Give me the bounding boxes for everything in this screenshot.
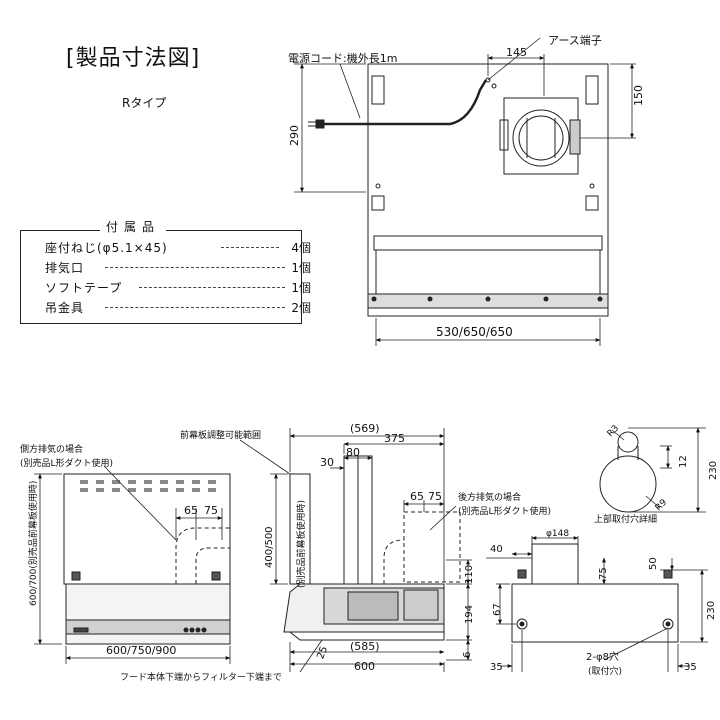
front-view: [34, 465, 231, 664]
dim-label: 600: [354, 660, 375, 673]
top-view: [294, 37, 636, 346]
rear-exhaust-note-sub: (別売品L形ダクト使用): [458, 505, 551, 517]
dim-label: 30: [320, 456, 334, 469]
dim-label: 75: [428, 490, 442, 503]
height-label: 600/700(別売品前幕板使用時): [27, 481, 39, 606]
dim-label: R9: [654, 497, 670, 513]
rear-view: [486, 536, 708, 672]
dim-label: 67: [492, 603, 503, 616]
dim-label: 35: [490, 662, 503, 673]
accessory-name: ソフトテープ: [45, 281, 123, 295]
dim-label: 230: [706, 601, 717, 620]
accessory-row: 吊金具 2個: [45, 299, 313, 315]
dim-label: 80: [346, 446, 360, 459]
accessories-heading: 付属品: [100, 218, 167, 235]
dim-label: 40: [490, 544, 503, 555]
dim-label: 145: [506, 46, 527, 59]
dim-label: 110: [464, 565, 475, 584]
earth-label: アース端子: [548, 34, 602, 47]
side-view: [239, 428, 472, 673]
accessories-box: 座付ねじ(φ5.1×45) 4個 排気口 1個 ソフトテープ 1個 吊金具 2個: [20, 230, 311, 324]
dim-label: 75: [204, 504, 218, 517]
dim-label: φ148: [546, 529, 569, 539]
accessory-qty: 1個: [291, 281, 311, 295]
leader-dots: [105, 307, 285, 308]
dim-label: 6: [462, 652, 473, 658]
dim-label: 25: [315, 645, 330, 661]
exhaust-outlet: [503, 97, 579, 175]
detail-caption: 上部取付穴詳細: [594, 513, 657, 525]
side-exhaust-note: 側方排気の場合: [20, 443, 83, 455]
accessory-row: ソフトテープ 1個: [45, 279, 313, 295]
accessory-name: 吊金具: [45, 301, 85, 315]
dim-label: 230: [708, 461, 719, 480]
rear-view-body: [511, 583, 679, 643]
dim-label: 35: [684, 662, 697, 673]
cord-label: 電源コード:機外長1m: [288, 51, 397, 65]
filter-note: フード本体下端からフィルター下端まで: [120, 671, 282, 683]
dim-label: 65: [410, 490, 424, 503]
dim-label: 150: [632, 85, 645, 106]
width-label: 600/750/900: [106, 644, 176, 657]
height-sub-label: (別売品前幕板使用時): [295, 500, 307, 588]
dim-label: 75: [598, 567, 609, 580]
accessory-qty: 1個: [291, 261, 311, 275]
front-view-hood: [65, 583, 231, 645]
rear-exhaust-note: 後方排気の場合: [458, 491, 521, 503]
detail-view: [599, 427, 706, 513]
power-cord: [322, 79, 488, 126]
dim-label: (585): [350, 640, 380, 653]
rear-view-outlet: [531, 543, 579, 585]
dim-label: (569): [350, 422, 380, 435]
top-view-body: [367, 63, 609, 317]
dim-label: 194: [464, 605, 475, 624]
width-label: 530/650/650: [436, 325, 513, 339]
accessory-qty: 2個: [291, 301, 311, 315]
holes-label: 2-φ8穴: [586, 650, 619, 663]
adjust-range-label: 前幕板調整可能範囲: [180, 429, 261, 441]
dim-label: 290: [288, 125, 301, 146]
dim-label: 50: [648, 557, 659, 570]
dim-label: 12: [678, 455, 689, 468]
accessory-row: 座付ねじ(φ5.1×45) 4個: [45, 239, 313, 255]
leader-dots: [221, 247, 279, 248]
height-label: 400/500: [264, 526, 275, 568]
accessory-row: 排気口 1個: [45, 259, 313, 275]
mount-hole-detail: [599, 455, 657, 513]
accessory-qty: 4個: [291, 241, 311, 255]
leader-dots: [105, 267, 285, 268]
dim-label: 65: [184, 504, 198, 517]
dim-label: 375: [384, 432, 405, 445]
holes-sub-label: (取付穴): [588, 665, 622, 677]
top-view-front-panel: [373, 235, 603, 251]
type-subtitle: Rタイプ: [122, 96, 167, 110]
leader-dots: [139, 287, 285, 288]
page-title: [製品寸法図]: [66, 46, 201, 71]
side-exhaust-note-sub: (別売品L形ダクト使用): [20, 457, 113, 469]
accessory-name: 座付ねじ(φ5.1×45): [45, 241, 168, 255]
accessory-name: 排気口: [45, 261, 85, 275]
